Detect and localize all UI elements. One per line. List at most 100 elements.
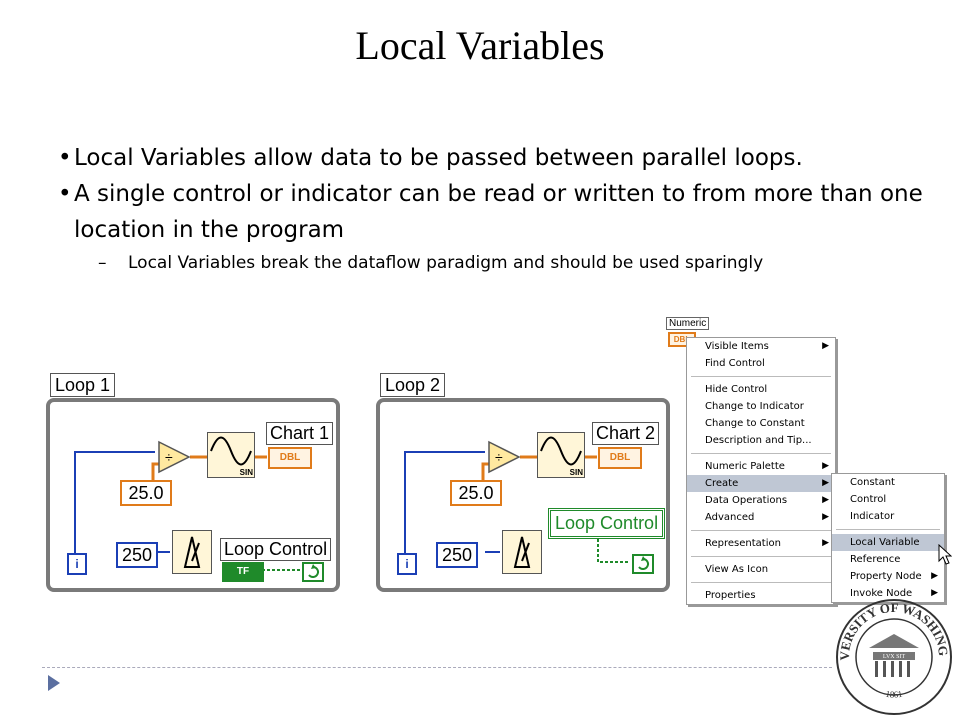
submenu-arrow-icon: ▶ bbox=[822, 341, 829, 351]
bullet-item: •A single control or indicator can be re… bbox=[58, 176, 938, 248]
submenu-arrow-icon: ▶ bbox=[822, 478, 829, 488]
sine-wave-icon bbox=[540, 436, 582, 466]
seal-motto: LVX SIT bbox=[883, 654, 906, 660]
loop-1-wiring bbox=[74, 451, 300, 571]
svg-text:÷: ÷ bbox=[495, 449, 503, 465]
menu-item[interactable]: Control bbox=[832, 491, 944, 508]
seal-year: 1861 bbox=[885, 689, 903, 700]
menu-item-label: Change to Indicator bbox=[705, 401, 804, 412]
loop-2-wiring bbox=[404, 451, 630, 563]
menu-item[interactable]: Advanced ▶ bbox=[687, 509, 835, 526]
menu-item[interactable]: Property Node ▶ bbox=[832, 568, 944, 585]
menu-item[interactable]: View As Icon bbox=[687, 561, 835, 578]
menu-item[interactable]: Indicator bbox=[832, 508, 944, 525]
chart-1-terminal[interactable]: DBL bbox=[268, 447, 312, 469]
menu-item[interactable]: Representation ▶ bbox=[687, 535, 835, 552]
sin-label: SIN bbox=[569, 468, 583, 477]
iteration-terminal: i bbox=[67, 553, 87, 575]
menu-item[interactable]: Invoke Node ▶ bbox=[832, 585, 944, 602]
menu-item-label: Control bbox=[850, 494, 887, 505]
menu-item-label: Invoke Node bbox=[850, 588, 913, 599]
menu-item[interactable]: Description and Tip... bbox=[687, 432, 835, 449]
sine-node[interactable]: SIN bbox=[537, 432, 585, 478]
loop-control-terminal[interactable]: TF bbox=[222, 562, 264, 582]
slide-title: Local Variables bbox=[355, 23, 605, 68]
multiply-node[interactable]: ÷ bbox=[487, 440, 521, 479]
menu-item[interactable]: Create ▶ bbox=[687, 475, 835, 492]
sin-label: SIN bbox=[239, 468, 253, 477]
wait-value-250[interactable]: 250 bbox=[436, 542, 478, 568]
metronome-icon[interactable] bbox=[502, 530, 542, 574]
menu-item-label: Create bbox=[705, 478, 739, 489]
sine-node[interactable]: SIN bbox=[207, 432, 255, 478]
menu-item[interactable]: Change to Indicator bbox=[687, 398, 835, 415]
mouse-cursor-icon bbox=[938, 543, 953, 571]
sine-wave-icon bbox=[210, 436, 252, 466]
menu-item-label: Visible Items bbox=[705, 341, 769, 352]
loop-condition-icon[interactable] bbox=[632, 554, 654, 574]
menu-item-label: Numeric Palette bbox=[705, 461, 785, 472]
submenu-arrow-icon: ▶ bbox=[822, 495, 829, 505]
menu-item-label: Hide Control bbox=[705, 384, 768, 395]
loop-control-label: Loop Control bbox=[220, 538, 332, 561]
sub-bullet-text: Local Variables break the dataflow parad… bbox=[128, 253, 764, 273]
menu-item[interactable]: Numeric Palette ▶ bbox=[687, 458, 835, 475]
menu-separator bbox=[691, 582, 831, 583]
svg-text:UNIVERSITY OF WASHINGTON: UNIVERSITY OF WASHINGTON bbox=[835, 598, 951, 661]
menu-item[interactable]: Constant bbox=[832, 474, 944, 491]
chart-2-terminal[interactable]: DBL bbox=[598, 447, 642, 469]
bullet-list: •Local Variables allow data to be passed… bbox=[58, 140, 938, 278]
menu-item-label: Data Operations bbox=[705, 495, 788, 506]
numeric-constant-25[interactable]: 25.0 bbox=[120, 480, 172, 506]
menu-separator bbox=[691, 530, 831, 531]
menu-separator bbox=[836, 529, 940, 530]
university-seal-icon: UNIVERSITY OF WASHINGTON LVX SIT 1861 bbox=[830, 586, 953, 716]
menu-item[interactable]: Local Variable bbox=[832, 534, 944, 551]
menu-item[interactable]: Properties bbox=[687, 587, 835, 604]
menu-item-label: Property Node bbox=[850, 571, 922, 582]
menu-item[interactable]: Change to Constant bbox=[687, 415, 835, 432]
seal-outer-text: UNIVERSITY OF WASHINGTON bbox=[830, 586, 951, 661]
footer-divider bbox=[42, 667, 832, 668]
loop-control-local-variable[interactable]: Loop Control bbox=[548, 508, 666, 539]
loop-condition-icon[interactable] bbox=[302, 562, 324, 582]
menu-item[interactable]: Visible Items ▶ bbox=[687, 338, 835, 355]
menu-item[interactable]: Data Operations ▶ bbox=[687, 492, 835, 509]
numeric-control-label: Numeric bbox=[666, 317, 710, 330]
while-loop-2[interactable]: ÷ SIN Chart 2 DBL 25.0 250 Loop Control … bbox=[376, 398, 670, 592]
menu-separator bbox=[691, 556, 831, 557]
submenu-arrow-icon: ▶ bbox=[931, 588, 938, 598]
menu-item-label: Change to Constant bbox=[705, 418, 805, 429]
submenu-arrow-icon: ▶ bbox=[822, 512, 829, 522]
menu-item-label: Representation bbox=[705, 538, 781, 549]
metronome-icon[interactable] bbox=[172, 530, 212, 574]
submenu-arrow-icon: ▶ bbox=[931, 571, 938, 581]
menu-item[interactable]: Reference bbox=[832, 551, 944, 568]
sub-bullet-item: –Local Variables break the dataflow para… bbox=[98, 248, 938, 278]
chart-2-label: Chart 2 bbox=[592, 422, 660, 445]
while-loop-1[interactable]: ÷ SIN Chart 1 DBL 25.0 250 Loop Control … bbox=[46, 398, 340, 592]
menu-item[interactable]: Find Control bbox=[687, 355, 835, 372]
menu-separator bbox=[691, 453, 831, 454]
play-triangle-icon bbox=[48, 675, 60, 691]
bullet-text: Local Variables allow data to be passed … bbox=[74, 145, 803, 171]
menu-item-label: Advanced bbox=[705, 512, 755, 523]
menu-item-label: Indicator bbox=[850, 511, 895, 522]
iteration-terminal: i bbox=[397, 553, 417, 575]
svg-text:1861: 1861 bbox=[885, 689, 903, 700]
menu-item-label: View As Icon bbox=[705, 564, 769, 575]
menu-separator bbox=[691, 376, 831, 377]
multiply-node[interactable]: ÷ bbox=[157, 440, 191, 479]
menu-item-label: Reference bbox=[850, 554, 901, 565]
numeric-constant-25[interactable]: 25.0 bbox=[450, 480, 502, 506]
wait-value-250[interactable]: 250 bbox=[116, 542, 158, 568]
submenu-arrow-icon: ▶ bbox=[822, 461, 829, 471]
menu-item-label: Properties bbox=[705, 590, 756, 601]
submenu-arrow-icon: ▶ bbox=[822, 538, 829, 548]
menu-item-label: Local Variable bbox=[850, 537, 920, 548]
menu-item-label: Description and Tip... bbox=[705, 435, 812, 446]
menu-item[interactable]: Hide Control bbox=[687, 381, 835, 398]
bullet-text: A single control or indicator can be rea… bbox=[74, 181, 923, 243]
